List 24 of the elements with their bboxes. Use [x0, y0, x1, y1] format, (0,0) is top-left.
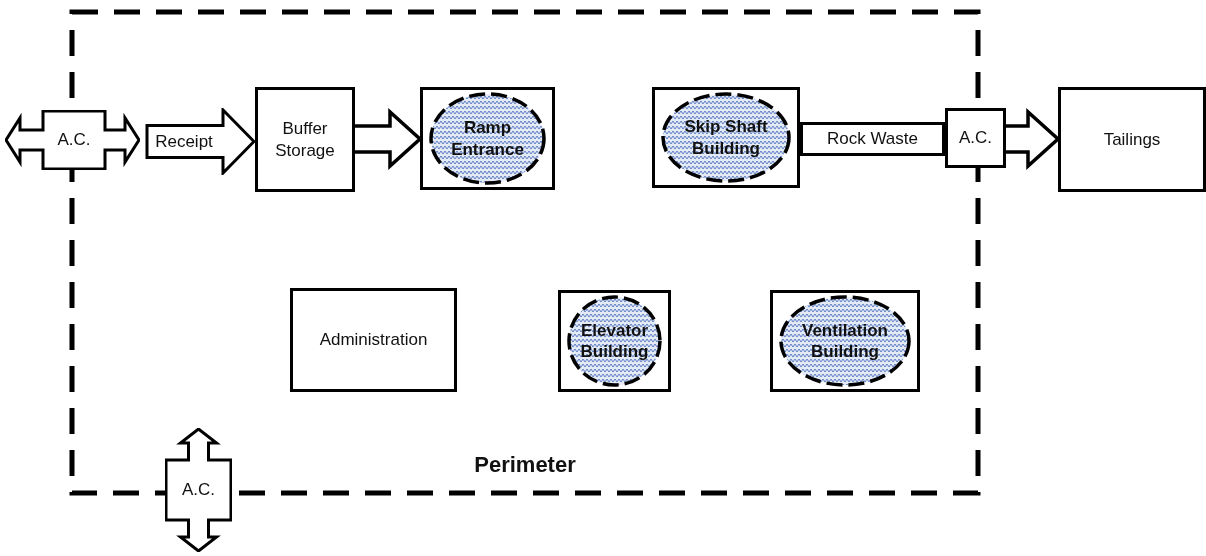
node-label: A.C.: [57, 129, 91, 151]
process-box: [945, 108, 1006, 168]
conveyor-band: [800, 122, 945, 156]
process-box: [255, 87, 355, 192]
building-box: [652, 87, 800, 188]
node-label: Rock Waste: [826, 128, 919, 150]
block-arrow: [353, 108, 423, 170]
node-label: A.C.: [957, 127, 994, 149]
building-box: [770, 290, 920, 392]
node-label: Skip Shaft Building: [683, 116, 769, 159]
node-label: Ventilation Building: [801, 319, 889, 363]
building-box: [420, 87, 555, 190]
node-label: A.C.: [181, 479, 216, 501]
process-box: [290, 288, 457, 392]
block-arrow: [1004, 108, 1061, 170]
process-box: [1058, 87, 1206, 192]
node-label: Ramp Entrance: [450, 117, 525, 160]
node-label: Receipt: [155, 130, 213, 153]
building-box: [558, 290, 671, 392]
node-label: Elevator Building: [579, 319, 650, 363]
node-label: Buffer Storage: [274, 118, 336, 161]
node-label: Administration: [318, 329, 429, 351]
perimeter-label: Perimeter: [474, 451, 576, 479]
node-label: Tailings: [1102, 128, 1162, 151]
